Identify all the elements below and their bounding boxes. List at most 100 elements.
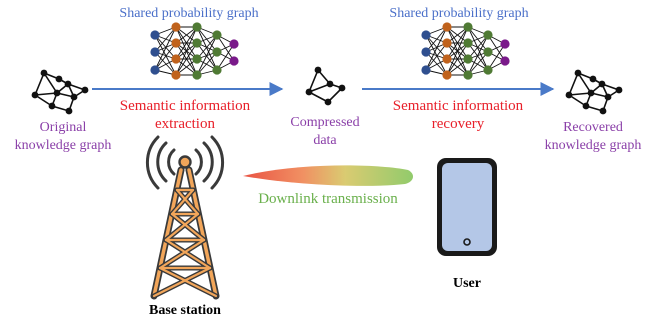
nn-edge [196, 34, 218, 76]
original-label-line1: Original [39, 120, 87, 135]
graph-node [48, 102, 56, 110]
nn-edge [467, 51, 489, 76]
nn-node [229, 56, 239, 66]
nn-edge [154, 51, 177, 76]
original-label-line2: knowledge graph [14, 138, 112, 153]
nn-node [421, 30, 431, 40]
original-knowledge-graph-icon [31, 69, 89, 115]
semantic-extraction-line2: extraction [155, 116, 215, 132]
nn-node [192, 22, 202, 32]
nn-node [171, 70, 181, 80]
graph-node [53, 89, 61, 97]
nn-edge [425, 51, 448, 76]
graph-node [604, 93, 612, 101]
nn-edge [154, 26, 177, 53]
graph-edge [34, 92, 58, 96]
nn-edge [196, 26, 218, 71]
downlink-beam-icon [243, 165, 414, 186]
graph-node [338, 84, 346, 92]
nn-node [463, 38, 473, 48]
nn-edge [467, 34, 489, 76]
nn-edge [425, 26, 448, 71]
graph-node [324, 98, 332, 106]
recovered-label-line2: knowledge graph [544, 138, 642, 153]
nn-node [463, 22, 473, 32]
compressed-data-graph-icon [305, 66, 346, 106]
semantic-recovery-line1: Semantic information [392, 98, 524, 114]
nn-node [150, 47, 160, 57]
nn-node [421, 65, 431, 75]
nn-node [483, 47, 493, 57]
shared-probability-graph-network-right [421, 22, 510, 80]
nn-edge [446, 42, 469, 76]
compressed-label-line1: Compressed [290, 115, 360, 130]
nn-node [171, 54, 181, 64]
base-station-tower-icon [145, 135, 225, 300]
base-station-label: Base station [149, 303, 221, 318]
nn-node [192, 54, 202, 64]
compressed-label-line2: data [313, 133, 337, 148]
graph-node [615, 86, 623, 94]
nn-edge [196, 26, 218, 53]
compressed-data-label: Compressed data [275, 114, 375, 150]
nn-node [442, 38, 452, 48]
nn-node [150, 30, 160, 40]
graph-node [565, 91, 573, 99]
graph-edge [577, 72, 592, 94]
nn-node [483, 65, 493, 75]
graph-node [314, 66, 322, 74]
nn-node [442, 22, 452, 32]
semantic-recovery-label: Semantic information recovery [373, 97, 543, 133]
nn-edge [425, 26, 448, 53]
nn-node [150, 65, 160, 75]
graph-node [587, 89, 595, 97]
nn-edge [175, 26, 198, 76]
graph-node [81, 86, 89, 94]
graph-node [589, 75, 597, 83]
nn-edge [154, 34, 177, 76]
graph-node [305, 88, 313, 96]
graph-node [574, 69, 582, 77]
nn-edge [196, 51, 218, 76]
nn-edge [154, 26, 177, 71]
nn-node [192, 70, 202, 80]
graph-edge [568, 92, 592, 96]
graph-node [31, 91, 39, 99]
nn-node [500, 39, 510, 49]
recovered-label-line1: Recovered [563, 120, 623, 135]
nn-edge [487, 43, 506, 71]
nn-node [500, 56, 510, 66]
graph-node [64, 80, 72, 88]
graph-node [582, 102, 590, 110]
nn-node [192, 38, 202, 48]
nn-edge [196, 34, 218, 60]
nn-edge [175, 42, 198, 76]
graph-edge [308, 83, 331, 93]
nn-node [212, 30, 222, 40]
graph-node [326, 80, 334, 88]
downlink-transmission-label: Downlink transmission [258, 191, 398, 207]
semantic-recovery-line2: recovery [431, 116, 485, 132]
nn-edge [425, 42, 448, 71]
graph-node [70, 93, 78, 101]
nn-node [463, 54, 473, 64]
recovered-knowledge-graph-icon [565, 69, 623, 115]
graph-node [40, 69, 48, 77]
nn-node [171, 38, 181, 48]
semantic-extraction-label: Semantic information extraction [100, 97, 270, 133]
nn-node [463, 70, 473, 80]
shared-graph-label-right: Shared probability graph [389, 6, 529, 21]
graph-edge [568, 72, 579, 96]
graph-edge [308, 69, 319, 93]
nn-edge [175, 26, 198, 60]
nn-edge [467, 26, 489, 53]
graph-node [65, 107, 73, 115]
graph-edge [43, 72, 58, 94]
nn-edge [446, 26, 469, 60]
user-label: User [453, 276, 481, 291]
nn-edge [425, 34, 448, 60]
graph-edge [34, 72, 45, 96]
nn-edge [154, 34, 177, 60]
nn-node [442, 70, 452, 80]
